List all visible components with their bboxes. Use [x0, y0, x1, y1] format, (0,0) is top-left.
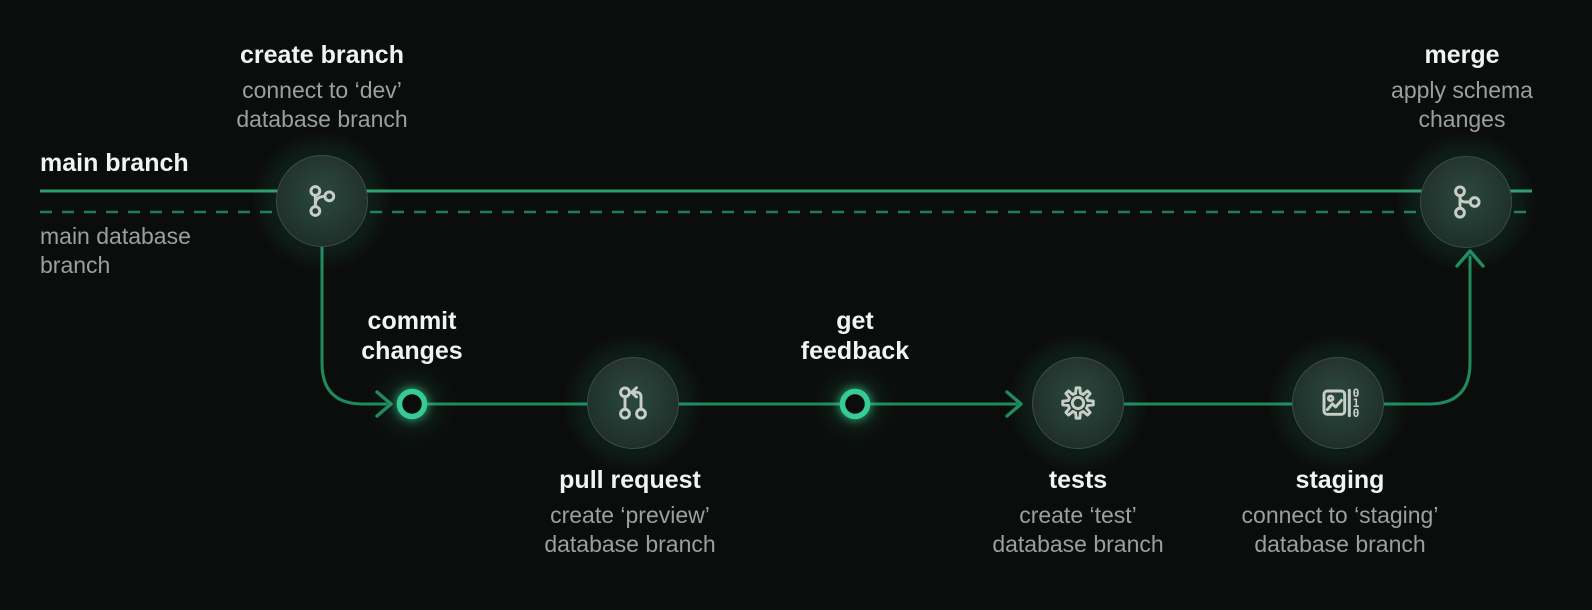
- git-merge-icon: [1454, 185, 1481, 219]
- create-branch-subtitle: connect to ‘dev’ database branch: [236, 77, 408, 132]
- create-branch-label: create branch connect to ‘dev’ database …: [202, 40, 442, 134]
- git-branch-icon: [309, 185, 336, 217]
- tests-node: [1009, 334, 1147, 472]
- pull-request-subtitle: create ‘preview’ database branch: [544, 502, 716, 557]
- svg-text:1: 1: [1353, 396, 1360, 410]
- arrow-up-icon: [1455, 249, 1485, 268]
- create-branch-title: create branch: [240, 41, 404, 69]
- get-feedback-label: get feedback: [795, 306, 915, 366]
- pull-request-label: pull request create ‘preview’ database b…: [510, 465, 750, 559]
- commit-milestone-ring: [396, 388, 428, 420]
- tests-title: tests: [1048, 466, 1108, 494]
- feature-branch-line-up: [1122, 255, 1472, 406]
- staging-node: 0 1 0: [1269, 334, 1407, 472]
- arrow-right-icon: [1005, 390, 1023, 418]
- get-feedback-text: get feedback: [800, 307, 910, 365]
- merge-title: merge: [1424, 41, 1500, 69]
- gear-icon: [1061, 386, 1095, 420]
- merge-subtitle: apply schema changes: [1391, 77, 1533, 132]
- arrow-right-icon: [375, 390, 393, 418]
- main-database-branch-text: main database branch: [40, 223, 191, 278]
- feature-branch-line-down: [320, 238, 388, 406]
- commit-changes-text: commit changes: [361, 307, 463, 365]
- merge-label: merge apply schema changes: [1352, 40, 1572, 134]
- git-pull-request-icon: [619, 386, 647, 420]
- feedback-milestone-ring: [839, 388, 871, 420]
- staging-subtitle: connect to ‘staging’ database branch: [1241, 502, 1439, 557]
- staging-label: staging connect to ‘staging’ database br…: [1210, 465, 1470, 559]
- tests-subtitle: create ‘test’ database branch: [992, 502, 1164, 557]
- svg-text:0: 0: [1353, 386, 1360, 400]
- create-branch-node: [253, 132, 391, 270]
- staging-title: staging: [1295, 466, 1385, 494]
- svg-text:0: 0: [1353, 406, 1360, 420]
- pull-request-title: pull request: [559, 466, 701, 494]
- main-database-branch-label: main database branch: [40, 222, 230, 280]
- pull-request-node: [564, 334, 702, 472]
- main-branch-label: main branch: [40, 148, 189, 178]
- data-preview-icon: 0 1 0: [1322, 386, 1360, 420]
- main-branch-text: main branch: [40, 149, 189, 177]
- merge-node: [1397, 133, 1535, 271]
- commit-changes-label: commit changes: [347, 306, 477, 366]
- tests-label: tests create ‘test’ database branch: [958, 465, 1198, 559]
